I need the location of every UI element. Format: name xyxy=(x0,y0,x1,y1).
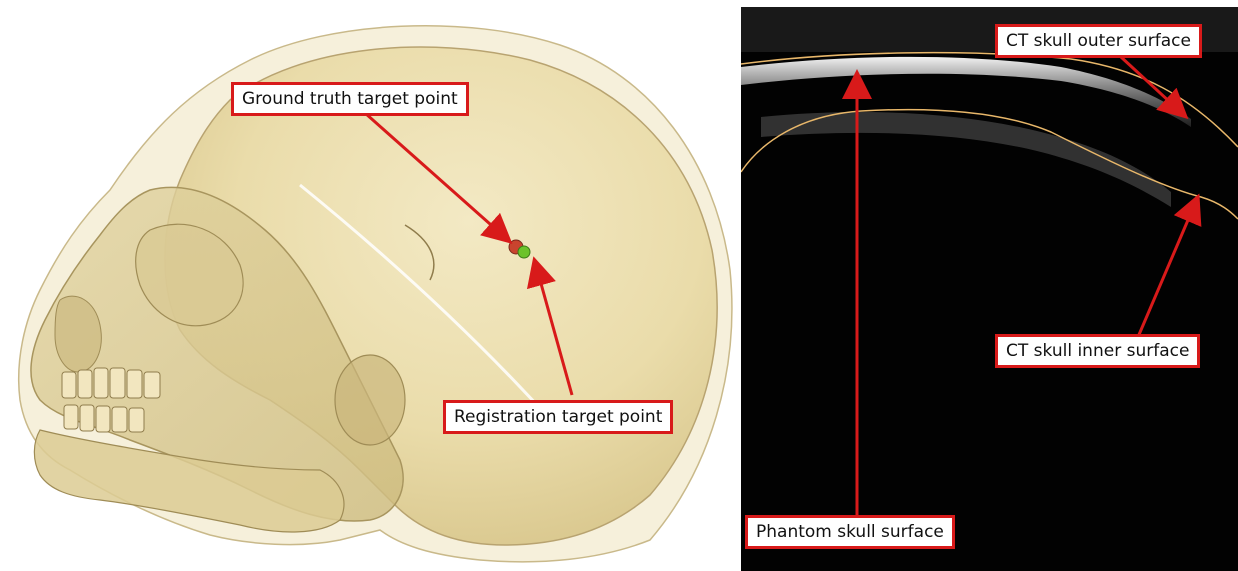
lower-teeth xyxy=(64,405,144,432)
outer-surface-label: CT skull outer surface xyxy=(995,24,1202,58)
skull-3d-panel: Ground truth target point Registration t… xyxy=(0,0,735,571)
temporal-region xyxy=(335,355,405,445)
registration-label: Registration target point xyxy=(443,400,673,434)
reverberation xyxy=(761,112,1171,207)
registration-marker xyxy=(518,246,530,258)
phantom-surface-label: Phantom skull surface xyxy=(745,515,955,549)
inner-surface-label: CT skull inner surface xyxy=(995,334,1200,368)
ultrasound-image xyxy=(741,7,1238,571)
ultrasound-panel: CT skull outer surface CT skull inner su… xyxy=(741,7,1238,571)
ground-truth-label: Ground truth target point xyxy=(231,82,469,116)
